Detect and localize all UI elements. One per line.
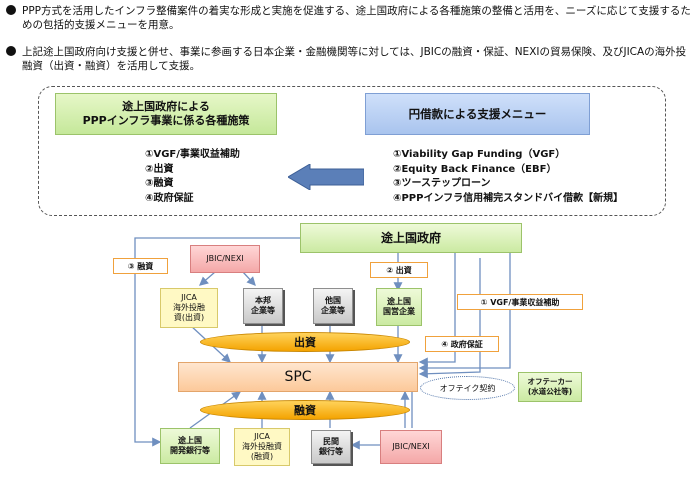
developing-gov-node: 途上国政府 bbox=[300, 223, 522, 253]
bullet-dot-icon bbox=[6, 5, 16, 15]
yen-loan-menu-box: 円借款による支援メニュー bbox=[365, 93, 590, 135]
offtake-contract: オフテイク契約 bbox=[420, 376, 515, 400]
bullet-1-text: PPP方式を活用したインフラ整備案件の着実な形成と実施を促進する、途上国政府によ… bbox=[22, 5, 691, 31]
japanese-companies-node: 本邦 企業等 bbox=[243, 288, 283, 324]
list-item: ③ツーステップローン bbox=[393, 178, 491, 189]
yen-loan-menu-list: ①Viability Gap Funding（VGF） ②Equity Back… bbox=[393, 148, 623, 206]
bullet-2: 上記途上国政府向け支援と併せ、事業に参画する日本企業・金融機関等に対しては、JB… bbox=[6, 45, 696, 75]
state-enterprise-node: 途上国 国営企業 bbox=[376, 288, 422, 326]
loan-band: 融資 bbox=[200, 400, 410, 420]
offtaker-node: オフテーカー (水道公社等) bbox=[518, 372, 582, 402]
list-item: ②Equity Back Finance（EBF） bbox=[393, 163, 557, 175]
gov-measures-box: 途上国政府による PPPインフラ事業に係る各種施策 bbox=[55, 93, 277, 135]
spc-node: SPC bbox=[178, 362, 418, 392]
jbic-nexi-top-node: JBIC/NEXI bbox=[190, 245, 260, 273]
jica-loan-node: JICA 海外投融資 (融資) bbox=[234, 428, 290, 466]
list-item: ④政府保証 bbox=[145, 192, 194, 204]
gov-measures-list: ①VGF/事業収益補助 ②出資 ③融資 ④政府保証 bbox=[145, 148, 240, 206]
left-arrow-icon bbox=[288, 164, 364, 190]
tag-loan: ③ 融資 bbox=[113, 258, 168, 274]
bullet-dot-icon bbox=[6, 46, 16, 56]
bullet-1: PPP方式を活用したインフラ整備案件の着実な形成と実施を促進する、途上国政府によ… bbox=[6, 4, 696, 34]
private-bank-node: 民間 銀行等 bbox=[311, 430, 351, 464]
list-item: ④PPPインフラ信用補完スタンドバイ借款【新規】 bbox=[393, 192, 624, 204]
tag-guarantee: ④ 政府保証 bbox=[425, 336, 499, 352]
list-item: ②出資 bbox=[145, 163, 174, 175]
tag-equity: ② 出資 bbox=[370, 262, 428, 278]
bullet-2-text: 上記途上国政府向け支援と併せ、事業に参画する日本企業・金融機関等に対しては、JB… bbox=[22, 46, 687, 72]
tag-vgf: ① VGF/事業収益補助 bbox=[457, 294, 583, 310]
equity-band: 出資 bbox=[200, 332, 410, 352]
dev-bank-node: 途上国 開発銀行等 bbox=[160, 428, 220, 464]
support-menu-container bbox=[38, 86, 666, 216]
list-item: ①Viability Gap Funding（VGF） bbox=[393, 149, 566, 160]
jica-equity-node: JICA 海外投融 資(出資) bbox=[160, 288, 218, 328]
list-item: ①VGF/事業収益補助 bbox=[145, 149, 240, 160]
other-country-companies-node: 他国 企業等 bbox=[313, 288, 353, 324]
list-item: ③融資 bbox=[145, 178, 174, 189]
jbic-nexi-bottom-node: JBIC/NEXI bbox=[380, 430, 442, 464]
